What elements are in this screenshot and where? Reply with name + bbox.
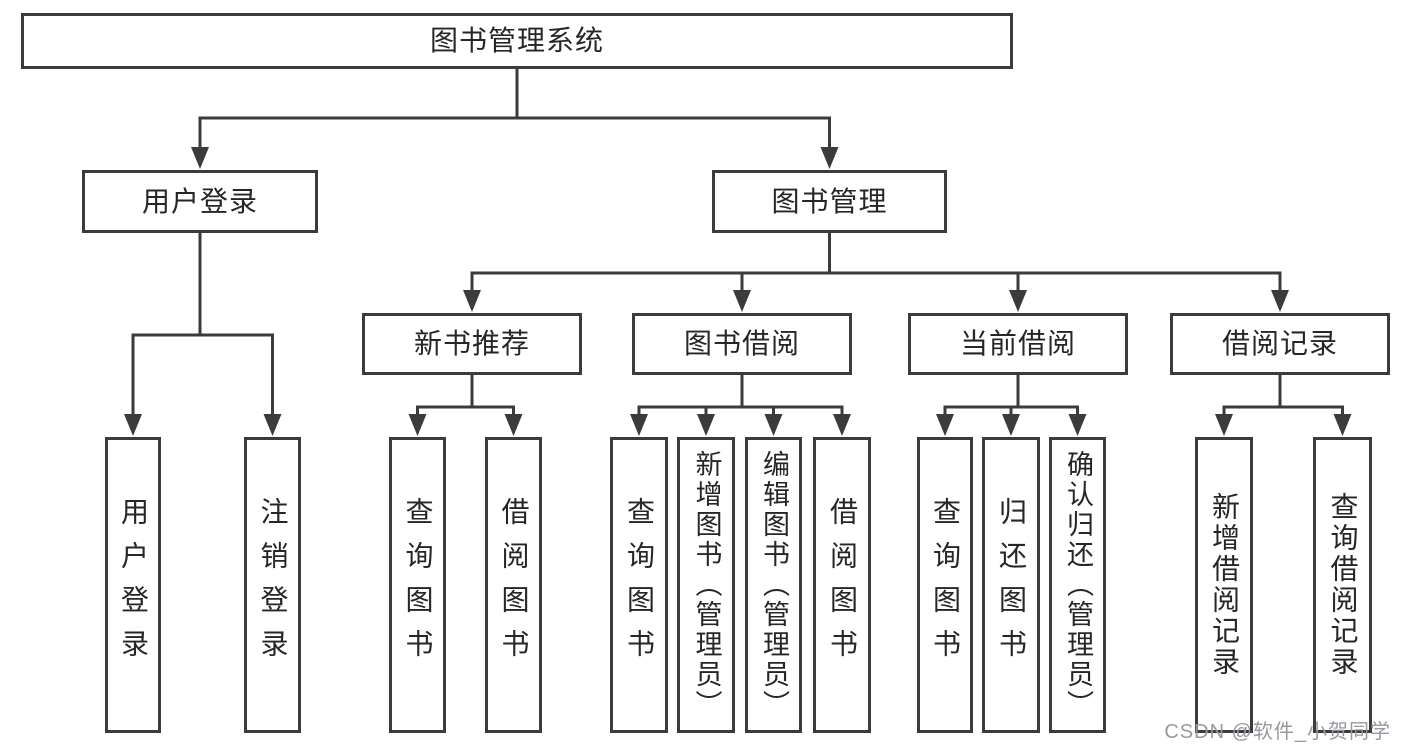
node-cb-confirm-return: 确认归还（管理员）	[1049, 437, 1106, 733]
arrowhead	[1215, 414, 1233, 436]
arrowhead	[630, 414, 648, 436]
connector-root	[198, 69, 831, 151]
node-bb-add-book: 新增图书（管理员）	[677, 437, 735, 733]
arrowhead	[1009, 290, 1027, 312]
node-label: 图书管理系统	[429, 25, 604, 56]
node-borrow-record: 借阅记录	[1170, 313, 1390, 375]
arrowhead	[263, 414, 282, 436]
arrowhead	[408, 414, 427, 436]
arrowhead	[1271, 290, 1289, 312]
node-label: 归还图书	[996, 497, 1027, 673]
connector-current-borrow	[943, 375, 1079, 418]
node-login: 用户登录	[105, 437, 161, 733]
node-nb-query-book: 查询图书	[389, 437, 446, 733]
connector-user-login	[131, 233, 274, 418]
node-label: 查询图书	[402, 497, 434, 673]
arrowhead	[733, 290, 751, 312]
node-cb-query-book: 查询图书	[917, 437, 973, 733]
node-label: 借阅图书	[827, 497, 858, 673]
node-logout: 注销登录	[244, 437, 301, 733]
node-bb-query-book: 查询图书	[610, 437, 668, 733]
node-label: 新增借阅记录	[1209, 492, 1240, 678]
node-label: 查询图书	[624, 497, 655, 673]
node-label: 图书管理	[771, 185, 888, 217]
node-br-query-record: 查询借阅记录	[1313, 437, 1372, 733]
node-bb-borrow-book: 借阅图书	[813, 437, 871, 733]
arrowhead	[1002, 414, 1020, 436]
node-label: 新书推荐	[413, 328, 530, 359]
node-current-borrow: 当前借阅	[908, 313, 1128, 375]
arrowhead	[1068, 414, 1087, 436]
arrowhead	[764, 414, 783, 436]
connector-book-borrow	[637, 375, 844, 418]
arrowhead	[833, 414, 851, 436]
node-book-borrow: 图书借阅	[632, 313, 852, 375]
node-label: 查询图书	[930, 497, 961, 673]
node-label: 确认归还（管理员）	[1063, 450, 1093, 720]
arrowhead	[504, 414, 523, 436]
node-root: 图书管理系统	[21, 13, 1013, 69]
node-book-management: 图书管理	[712, 170, 947, 233]
node-new-book-recommend: 新书推荐	[362, 313, 582, 375]
node-label: 注销登录	[257, 497, 289, 673]
node-user-login: 用户登录	[82, 170, 318, 233]
connector-new-book-recommend	[416, 375, 515, 418]
node-label: 编辑图书（管理员）	[759, 450, 789, 720]
arrowhead	[191, 147, 209, 169]
node-label: 图书借阅	[683, 328, 800, 359]
node-br-add-record: 新增借阅记录	[1195, 437, 1253, 733]
connector-borrow-record	[1222, 375, 1344, 418]
node-label: 当前借阅	[959, 328, 1076, 359]
arrowhead	[820, 147, 839, 169]
arrowhead	[936, 414, 954, 436]
arrowhead	[697, 414, 715, 436]
node-label: 借阅记录	[1221, 328, 1338, 359]
connector-book-management	[470, 233, 1282, 294]
watermark: CSDN @软件_小贺同学	[1164, 721, 1391, 743]
arrowhead	[463, 290, 481, 312]
arrowhead	[1333, 414, 1352, 436]
node-label: 用户登录	[118, 497, 149, 673]
arrowhead	[124, 414, 142, 436]
node-label: 借阅图书	[498, 497, 530, 673]
node-label: 新增图书（管理员）	[691, 450, 722, 720]
node-label: 用户登录	[141, 185, 258, 217]
node-label: 查询借阅记录	[1327, 492, 1359, 678]
node-cb-return-book: 归还图书	[982, 437, 1040, 733]
node-bb-edit-book: 编辑图书（管理员）	[745, 437, 802, 733]
node-nb-borrow-book: 借阅图书	[485, 437, 542, 733]
